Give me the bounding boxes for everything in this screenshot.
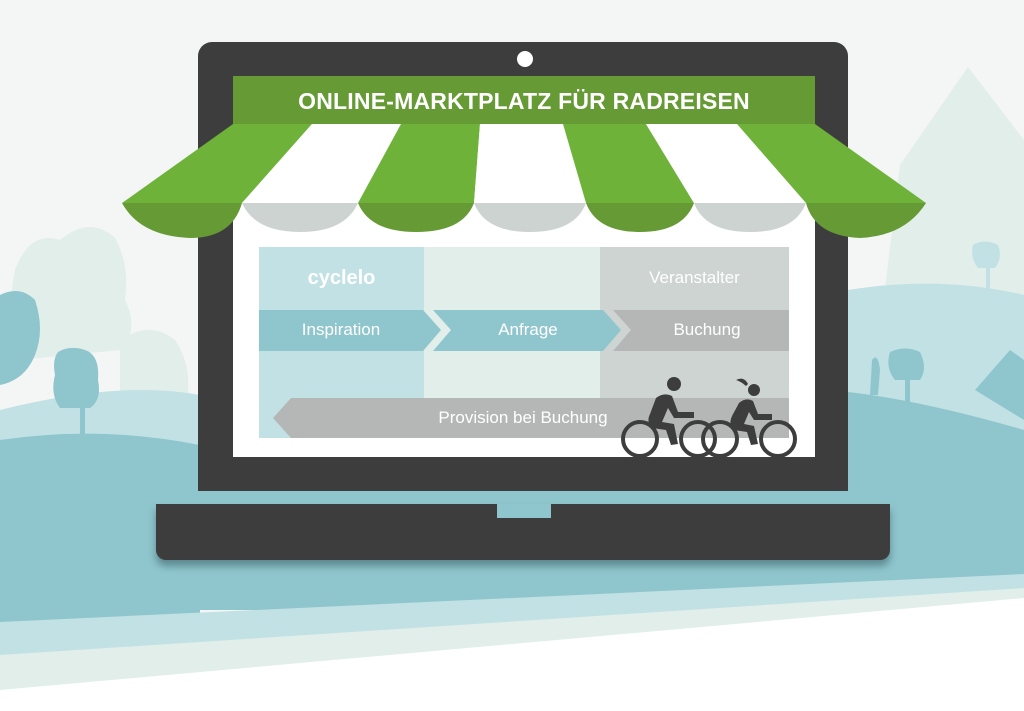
commission-label: Provision bei Buchung — [438, 408, 608, 427]
webcam-icon — [517, 51, 533, 67]
step-buchung: Buchung — [673, 320, 741, 339]
shop-awning — [122, 124, 926, 238]
step-anfrage: Anfrage — [498, 320, 558, 339]
platform-logo: cyclelo — [307, 267, 376, 289]
step-inspiration: Inspiration — [301, 320, 381, 339]
operator-label: Veranstalter — [649, 268, 740, 287]
laptop-hinge-notch — [497, 504, 551, 518]
marketplace-title-banner: ONLINE-MARKTPLATZ FÜR RADREISEN — [233, 76, 815, 124]
two-cyclists-icon — [621, 377, 797, 457]
